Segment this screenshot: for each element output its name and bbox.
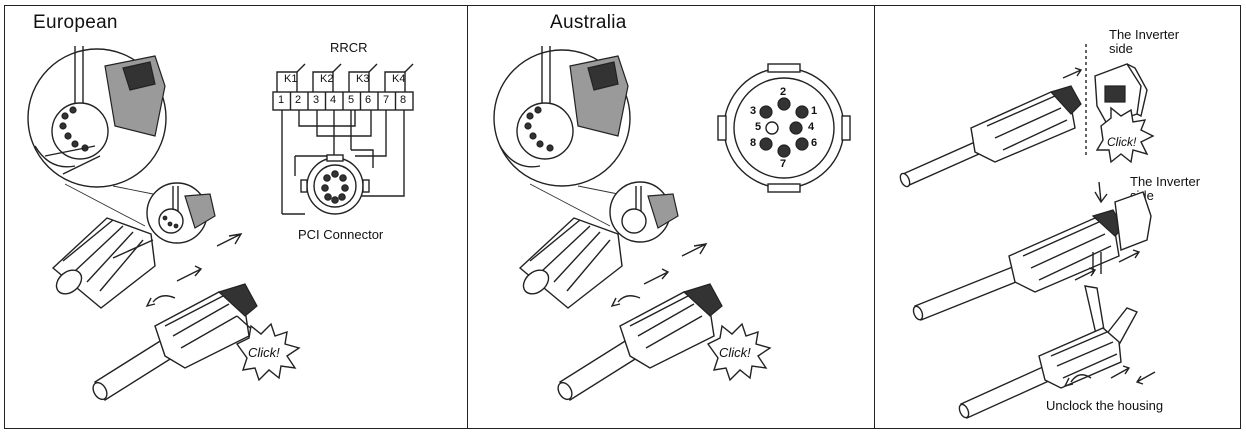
click-burst-australia bbox=[706, 322, 772, 382]
unlock-housing-label: Unclock the housing bbox=[1046, 398, 1164, 413]
pin-number-8: 8 bbox=[750, 137, 757, 149]
terminal-3: 3 bbox=[313, 94, 320, 106]
plug-upper bbox=[518, 217, 623, 309]
pin-number-2: 2 bbox=[780, 86, 787, 98]
plug-lower-with-cable bbox=[92, 283, 258, 401]
magnified-connector-view-small bbox=[609, 181, 679, 243]
click-label-european: Click! bbox=[248, 345, 280, 360]
click-label-australia: Click! bbox=[719, 345, 751, 360]
magnified-connector-view-small bbox=[146, 182, 216, 244]
pin-number-6: 6 bbox=[811, 137, 818, 149]
panel-european: European RRCR PCI Connector bbox=[4, 5, 468, 429]
terminal-4: 4 bbox=[330, 94, 337, 106]
european-illustration bbox=[27, 46, 414, 401]
inverter-side-label-mid: The Inverter bbox=[1130, 174, 1201, 189]
panel-title-australia: Australia bbox=[550, 12, 627, 33]
arrow-top-left bbox=[1062, 67, 1083, 79]
relay-label-k4: K4 bbox=[392, 73, 406, 85]
panel-title-european: European bbox=[33, 12, 118, 33]
pin-number-4: 4 bbox=[808, 121, 815, 133]
plug-lower-with-cable bbox=[557, 283, 723, 401]
relay-label-k1: K1 bbox=[284, 73, 298, 85]
inverter-side-label-top: The Inverter bbox=[1109, 27, 1180, 42]
terminal-7: 7 bbox=[383, 94, 390, 106]
panel-inverter: The Inverter side The Inverter side Uncl… bbox=[874, 5, 1241, 429]
arrow-bottom-left bbox=[1135, 371, 1156, 385]
click-burst-top bbox=[1095, 106, 1155, 164]
pci-connector-label: PCI Connector bbox=[298, 227, 384, 242]
arrow-right-lower bbox=[176, 265, 203, 282]
terminal-1: 1 bbox=[278, 94, 285, 106]
relay-block-title: RRCR bbox=[330, 40, 368, 55]
terminal-2: 2 bbox=[295, 94, 302, 106]
pin-number-3: 3 bbox=[750, 105, 757, 117]
inverter-socket-top bbox=[1094, 63, 1148, 125]
plug-top bbox=[899, 85, 1082, 188]
arrow-left-upper bbox=[216, 233, 243, 247]
click-label-top: Click! bbox=[1107, 135, 1137, 149]
panel-australia: Australia bbox=[467, 5, 875, 429]
plug-bottom bbox=[958, 327, 1122, 419]
arrow-bottom-right bbox=[1110, 365, 1131, 379]
pin-number-7: 7 bbox=[780, 158, 787, 170]
plug-middle bbox=[912, 181, 1152, 321]
magnified-connector-view-large bbox=[27, 46, 167, 188]
inverter-side-label-top-2: side bbox=[1109, 41, 1133, 56]
relay-label-k2: K2 bbox=[320, 73, 334, 85]
pin-number-5: 5 bbox=[755, 121, 762, 133]
terminal-5: 5 bbox=[348, 94, 355, 106]
connector-pin-face bbox=[717, 63, 851, 193]
relay-terminal-block bbox=[272, 63, 414, 215]
relay-label-k3: K3 bbox=[356, 73, 370, 85]
click-burst-european bbox=[235, 322, 301, 382]
arrow-left-upper bbox=[681, 243, 708, 257]
pin-number-1: 1 bbox=[811, 105, 818, 117]
australia-illustration bbox=[493, 46, 851, 401]
terminal-6: 6 bbox=[365, 94, 372, 106]
pci-round-connector bbox=[300, 154, 370, 215]
plug-upper bbox=[51, 217, 156, 309]
inverter-illustration: Click! bbox=[899, 44, 1156, 419]
arrow-right-lower bbox=[643, 268, 670, 285]
terminal-8: 8 bbox=[400, 94, 407, 106]
magnified-connector-view-large bbox=[493, 46, 631, 187]
